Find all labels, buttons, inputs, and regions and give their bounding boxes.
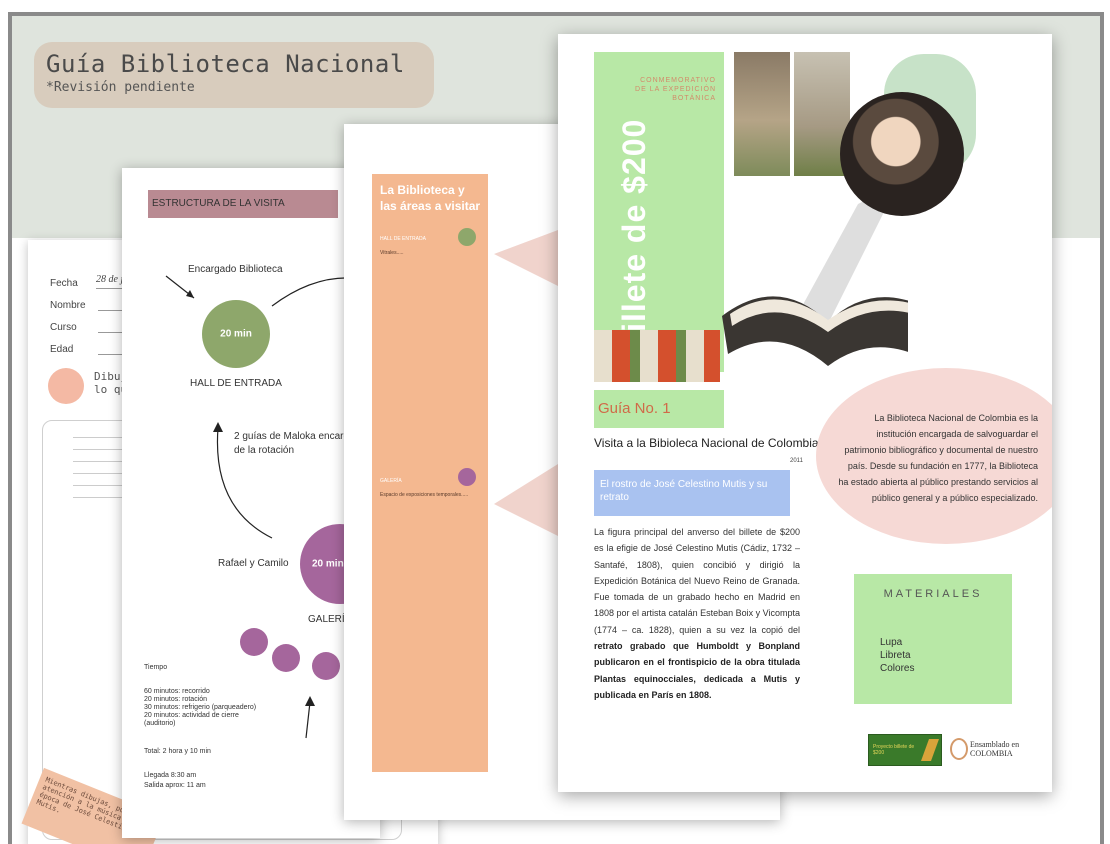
llegada-time: Llegada 8:30 am <box>144 772 197 779</box>
structure-header: ESTRUCTURA DE LA VISITA <box>148 190 338 218</box>
total-time: Total: 2 hora y 10 min <box>144 748 211 755</box>
hall-circle: 20 min <box>202 300 270 368</box>
tiempo-title: Tiempo <box>144 664 168 671</box>
structure-header-label: ESTRUCTURA DE LA VISITA <box>152 198 285 209</box>
materiales-item: Libreta <box>880 650 911 661</box>
callout-wedges <box>494 224 574 544</box>
tiempo-item: 30 minutos: refrigerio (parqueadero) <box>144 704 257 711</box>
library-photo <box>734 52 790 176</box>
hall-dot <box>458 228 476 246</box>
encargado-label: Encargado Biblioteca <box>188 264 283 275</box>
dot-circle <box>240 628 268 656</box>
visita-year: 2011 <box>790 458 803 464</box>
ensamblado-logo: Ensamblado en COLOMBIA <box>948 736 1032 764</box>
galeria-time: 20 min <box>312 558 344 570</box>
mutis-description-bold: retrato grabado que Humboldt y Bonpland … <box>594 641 800 700</box>
guia-bar: Guía No. 1 <box>594 390 724 428</box>
galeria-label: GALERÍA <box>308 614 352 625</box>
materiales-title: MATERIALES <box>883 588 983 600</box>
bullet-dot <box>48 368 84 404</box>
form-label-fecha: Fecha <box>50 278 78 289</box>
mutis-description: La figura principal del anverso del bill… <box>594 524 800 703</box>
proyecto-logo: Proyecto billete de $200 <box>868 734 942 766</box>
areas-heading: La Biblioteca y las áreas a visitar <box>380 183 481 213</box>
botanical-illustration <box>594 330 720 382</box>
biblioteca-oval <box>816 368 1052 544</box>
book-illustration <box>722 184 908 366</box>
materiales-box: MATERIALES Lupa Libreta Colores <box>854 574 1012 704</box>
dot-circle <box>272 644 300 672</box>
leaf-icon <box>920 739 940 761</box>
title-badge: Guía Biblioteca Nacional *Revisión pendi… <box>34 42 434 108</box>
rostro-box: El rostro de José Celestino Mutis y su r… <box>594 470 790 516</box>
proyecto-logo-text: Proyecto billete de $200 <box>873 744 915 756</box>
form-label-edad: Edad <box>50 344 74 355</box>
guias-label: 2 guías de Maloka encargados de la rotac… <box>234 431 371 456</box>
billete-title: Billete de $200 <box>616 118 652 356</box>
billete-panel: CONMEMORATIVO DE LA EXPEDICIÓN BOTÁNICA … <box>594 52 724 372</box>
dot-circle <box>312 652 340 680</box>
globe-icon <box>950 738 968 760</box>
tiempo-item: 20 minutos: rotación <box>144 696 208 703</box>
materiales-item: Colores <box>880 663 915 674</box>
hall-time: 20 min <box>220 328 252 340</box>
form-label-curso: Curso <box>50 322 77 333</box>
areas-hall-text: Vitrales..... <box>380 250 404 256</box>
galeria-dot <box>458 468 476 486</box>
rafael-label: Rafael y Camilo <box>218 558 289 569</box>
areas-hall-label: HALL DE ENTRADA <box>380 236 426 242</box>
hall-label: HALL DE ENTRADA <box>190 378 282 389</box>
form-label-nombre: Nombre <box>50 300 86 311</box>
materiales-item: Lupa <box>880 637 903 648</box>
tiempo-item: (auditorio) <box>144 720 176 727</box>
page-subtitle: *Revisión pendiente <box>46 80 195 95</box>
materiales-list: Lupa Libreta Colores <box>880 636 914 675</box>
mutis-description-plain: La figura principal del anverso del bill… <box>594 527 800 635</box>
areas-galeria-label: GALERÍA <box>380 478 402 484</box>
biblioteca-text: La Biblioteca Nacional de Colombia es la… <box>838 413 1038 503</box>
commemorativo-text: CONMEMORATIVO DE LA EXPEDICIÓN BOTÁNICA <box>635 77 716 102</box>
structure-page: ESTRUCTURA DE LA VISITA Encargado Biblio… <box>122 168 380 838</box>
tiempo-list: 60 minutos: recorrido 20 minutos: rotaci… <box>144 688 256 728</box>
ensamblado-logo-text: Ensamblado en COLOMBIA <box>970 740 1020 758</box>
flow-arrows <box>165 275 353 739</box>
main-guide-page: CONMEMORATIVO DE LA EXPEDICIÓN BOTÁNICA … <box>558 34 1052 792</box>
rostro-heading: El rostro de José Celestino Mutis y su r… <box>600 479 768 503</box>
visita-title: Visita a la Bibioleca Nacional de Colomb… <box>594 436 819 450</box>
areas-galeria-text: Espacio de exposiciones temporales..... <box>380 492 469 498</box>
tiempo-item: 60 minutos: recorrido <box>144 688 210 695</box>
page-title: Guía Biblioteca Nacional <box>46 50 405 78</box>
guia-label: Guía No. 1 <box>598 400 671 417</box>
tiempo-item: 20 minutos: actividad de cierre <box>144 712 239 719</box>
form-value-fecha: 28 de j <box>96 274 124 285</box>
slide-frame: Guía Biblioteca Nacional *Revisión pendi… <box>8 12 1104 844</box>
mutis-portrait <box>840 92 964 216</box>
salida-time: Salida aprox: 11 am <box>144 782 206 789</box>
areas-panel: La Biblioteca y las áreas a visitar HALL… <box>372 174 488 772</box>
